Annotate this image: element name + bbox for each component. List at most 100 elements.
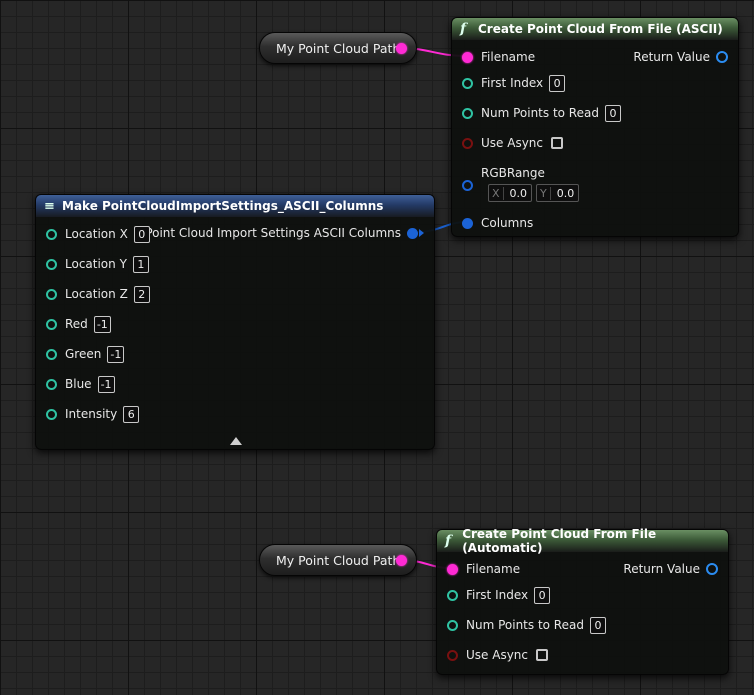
filename-input-pin[interactable]: [447, 563, 458, 575]
value-field[interactable]: -1: [97, 375, 115, 393]
pin-arrow-icon: [419, 229, 424, 237]
struct-output-pin[interactable]: [407, 227, 418, 239]
int-input-pin[interactable]: [46, 348, 57, 360]
num-points-field[interactable]: 0: [604, 104, 621, 122]
pin-row-num-points[interactable]: Num Points to Read 0: [462, 103, 621, 123]
axis-value-y: 0.0: [556, 186, 575, 200]
node-header[interactable]: ≡ Make PointCloudImportSettings_ASCII_Co…: [36, 195, 434, 217]
pin-label: Filename: [466, 562, 521, 576]
pin-row-first-index[interactable]: First Index 0: [447, 585, 551, 605]
int-input-pin[interactable]: [46, 288, 57, 300]
pin-label: Location Z: [65, 287, 128, 301]
value-field[interactable]: -1: [107, 345, 125, 363]
pin-row-columns[interactable]: Columns: [462, 213, 533, 233]
bool-input-pin[interactable]: [447, 649, 458, 661]
struct-input-pin-connected[interactable]: [462, 217, 473, 229]
pin-label: Filename: [481, 50, 536, 64]
input-row-red[interactable]: Red -1: [46, 314, 111, 334]
pin-row-filename[interactable]: Filename: [462, 47, 535, 67]
pin-row-filename[interactable]: Filename: [447, 559, 520, 579]
value-field[interactable]: 1: [132, 255, 149, 273]
first-index-field[interactable]: 0: [534, 586, 551, 604]
node-header[interactable]: f Create Point Cloud From File (Automati…: [437, 527, 728, 555]
pin-label: Blue: [65, 377, 92, 391]
int-input-pin[interactable]: [46, 258, 57, 270]
pin-label: Location Y: [65, 257, 127, 271]
node-title: Create Point Cloud From File (Automatic): [462, 527, 657, 555]
pin-label: First Index: [481, 76, 544, 90]
pin-label: Intensity: [65, 407, 118, 421]
int-input-pin[interactable]: [46, 408, 57, 420]
string-output-pin[interactable]: [396, 43, 407, 54]
pin-row-num-points[interactable]: Num Points to Read 0: [447, 615, 606, 635]
pin-label: Num Points to Read: [481, 106, 599, 120]
bool-input-pin[interactable]: [462, 137, 473, 149]
pin-label: Green: [65, 347, 102, 361]
node-create-point-cloud-ascii[interactable]: f Create Point Cloud From File (ASCII) F…: [451, 17, 739, 237]
variable-node-point-cloud-path[interactable]: My Point Cloud Path: [259, 32, 417, 64]
pin-row-rgb-range[interactable]: [462, 175, 473, 195]
collapse-advanced-icon[interactable]: [230, 437, 242, 445]
pin-label: Point Cloud Import Settings ASCII Column…: [145, 226, 401, 240]
rgb-range-y-field[interactable]: Y 0.0: [536, 184, 580, 202]
make-struct-icon: ≡: [44, 198, 55, 214]
node-title: Make PointCloudImportSettings_ASCII_Colu…: [62, 199, 384, 213]
int-input-pin[interactable]: [46, 228, 57, 240]
function-icon: f: [460, 21, 467, 37]
node-header[interactable]: f Create Point Cloud From File (ASCII): [452, 18, 738, 40]
axis-label-y: Y: [537, 186, 551, 200]
axis-label-x: X: [489, 186, 504, 200]
pin-label: Return Value: [623, 562, 700, 576]
node-title: Create Point Cloud From File (ASCII): [478, 22, 723, 36]
use-async-checkbox[interactable]: [551, 137, 563, 149]
pin-label: Num Points to Read: [466, 618, 584, 632]
node-make-import-settings-columns[interactable]: ≡ Make PointCloudImportSettings_ASCII_Co…: [35, 194, 435, 450]
filename-input-pin[interactable]: [462, 51, 473, 63]
return-value-output-pin[interactable]: [706, 563, 718, 575]
variable-label: My Point Cloud Path: [276, 552, 401, 568]
pin-label: Use Async: [466, 648, 528, 662]
int-input-pin[interactable]: [46, 378, 57, 390]
pin-row-use-async[interactable]: Use Async: [462, 133, 563, 153]
rgb-range-label-row: RGBRange: [481, 165, 545, 181]
pin-label: Use Async: [481, 136, 543, 150]
int-input-pin[interactable]: [462, 107, 473, 119]
value-field[interactable]: 2: [133, 285, 150, 303]
input-row-location-y[interactable]: Location Y 1: [46, 254, 149, 274]
axis-value-x: 0.0: [509, 186, 528, 200]
use-async-checkbox[interactable]: [536, 649, 548, 661]
string-output-pin[interactable]: [396, 555, 407, 566]
rgb-range-fields: X 0.0 Y 0.0: [488, 183, 583, 203]
num-points-field[interactable]: 0: [589, 616, 606, 634]
pin-row-output[interactable]: Point Cloud Import Settings ASCII Column…: [145, 223, 424, 243]
function-icon: f: [445, 533, 452, 549]
first-index-field[interactable]: 0: [549, 74, 566, 92]
int-input-pin[interactable]: [447, 589, 458, 601]
input-row-intensity[interactable]: Intensity 6: [46, 404, 140, 424]
int-input-pin[interactable]: [447, 619, 458, 631]
value-field[interactable]: 6: [123, 405, 140, 423]
struct-input-pin[interactable]: [462, 179, 473, 191]
pin-row-return-value[interactable]: Return Value: [623, 559, 718, 579]
return-value-output-pin[interactable]: [716, 51, 728, 63]
input-row-green[interactable]: Green -1: [46, 344, 125, 364]
value-field[interactable]: -1: [93, 315, 111, 333]
node-create-point-cloud-automatic[interactable]: f Create Point Cloud From File (Automati…: [436, 527, 729, 675]
pin-label: Location X: [65, 227, 128, 241]
pin-row-first-index[interactable]: First Index 0: [462, 73, 566, 93]
rgb-range-x-field[interactable]: X 0.0: [488, 184, 533, 202]
input-row-location-x[interactable]: Location X 0: [46, 224, 150, 244]
pin-row-return-value[interactable]: Return Value: [633, 47, 728, 67]
variable-label: My Point Cloud Path: [276, 40, 401, 56]
input-row-location-z[interactable]: Location Z 2: [46, 284, 150, 304]
int-input-pin[interactable]: [462, 77, 473, 89]
pin-label: Columns: [481, 216, 534, 230]
pin-label: RGBRange: [481, 166, 545, 180]
input-row-blue[interactable]: Blue -1: [46, 374, 115, 394]
pin-label: Red: [65, 317, 88, 331]
pin-row-use-async[interactable]: Use Async: [447, 645, 548, 665]
int-input-pin[interactable]: [46, 318, 57, 330]
value-field[interactable]: 0: [133, 225, 150, 243]
pin-label: Return Value: [633, 50, 710, 64]
variable-node-point-cloud-path-2[interactable]: My Point Cloud Path: [259, 544, 417, 576]
